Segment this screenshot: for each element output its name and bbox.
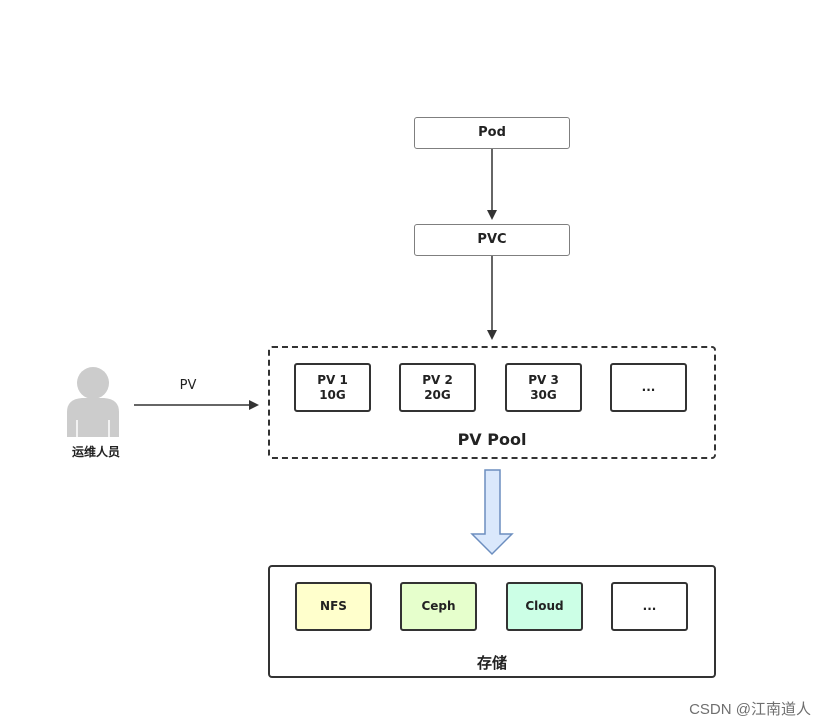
pv-1-node: PV 1 10G [294,363,371,412]
person-icon [67,367,119,437]
pv-pool-title: PV Pool [457,430,527,449]
pv-arrow-label: PV [179,378,197,393]
pv-3-node: PV 3 30G [505,363,582,412]
pv-pool-container [268,346,716,459]
storage-cloud-node: Cloud [506,582,583,631]
pv-more-node: ... [610,363,687,412]
arrow-pool-to-storage [470,469,514,556]
storage-more-node: ... [611,582,688,631]
operator-label: 运维人员 [71,445,120,459]
storage-title: 存储 [476,654,507,672]
pvc-node: PVC [414,224,570,256]
storage-ceph-node: Ceph [400,582,477,631]
storage-container [268,565,716,678]
pv-2-node: PV 2 20G [399,363,476,412]
pod-node: Pod [414,117,570,149]
watermark: CSDN @江南道人 [689,701,811,718]
storage-nfs-node: NFS [295,582,372,631]
